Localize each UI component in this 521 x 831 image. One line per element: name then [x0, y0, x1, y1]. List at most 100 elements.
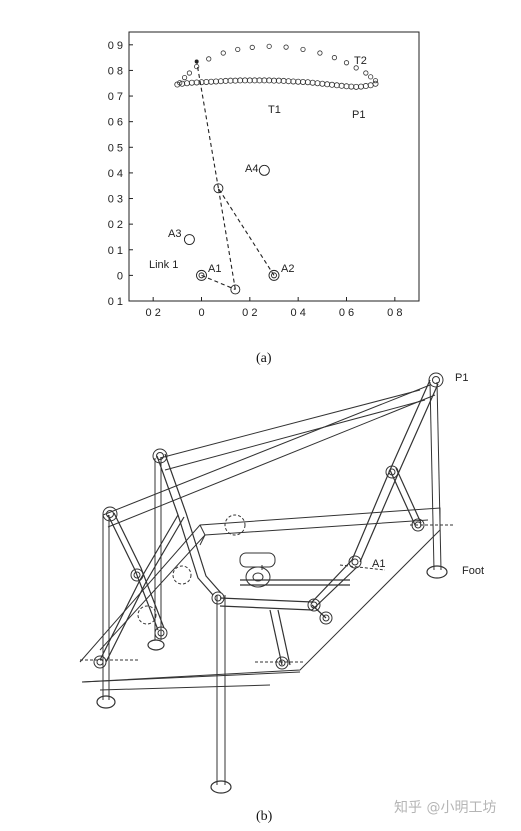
caption-a: (a)	[256, 351, 272, 366]
t2-point	[353, 65, 359, 71]
crank-joint	[230, 284, 241, 295]
coupler-joint	[213, 183, 224, 194]
y-tick-label: 0 3	[108, 194, 123, 206]
t1-point	[241, 77, 248, 84]
y-tick-label: 0 1	[108, 245, 123, 257]
x-tick-label: 0 2	[146, 307, 161, 319]
t1-point	[256, 77, 263, 84]
label-a3: A3	[168, 228, 181, 240]
t1-point	[208, 78, 215, 85]
t1-point	[348, 83, 355, 90]
coupler-link-upper	[196, 61, 219, 189]
pivot-a4	[258, 164, 270, 176]
y-tick-label: 0 8	[108, 65, 123, 77]
plot-frame	[128, 31, 420, 302]
t1-point	[222, 77, 229, 84]
hidden-gears	[80, 514, 455, 663]
coupler-link-lower	[217, 188, 236, 290]
pivot-a2-inner	[271, 272, 277, 279]
t2-point	[283, 44, 289, 50]
t1-point	[290, 78, 297, 85]
t1-point	[193, 79, 200, 86]
drive-gear	[239, 552, 276, 588]
t2-point	[206, 56, 212, 62]
x-tick-label: 0 6	[339, 307, 354, 319]
t1-point	[227, 77, 234, 84]
trajectory-t2-series	[177, 43, 379, 86]
t2-point	[186, 70, 193, 76]
label-a1-b: A1	[372, 558, 385, 570]
x-tick-label: 0	[198, 307, 204, 319]
t1-point	[328, 81, 335, 88]
y-tick-label: 0 7	[108, 91, 123, 103]
t1-point	[188, 79, 195, 86]
t1-point	[237, 77, 244, 84]
t2-point	[235, 46, 241, 53]
t1-point	[280, 77, 287, 84]
label-foot: Foot	[462, 565, 484, 577]
vertical-posts	[102, 381, 442, 785]
t1-point	[246, 77, 253, 84]
base-frame	[79, 507, 441, 691]
t1-point	[343, 83, 350, 90]
t2-point	[363, 70, 369, 76]
t1-point	[183, 80, 190, 87]
t2-point	[331, 55, 338, 61]
t1-point	[217, 78, 224, 85]
mechanism-drawing	[79, 372, 455, 794]
pivot-points	[183, 164, 280, 281]
x-tick-label: 0 2	[242, 307, 257, 319]
t2-point	[194, 63, 200, 70]
t2-point	[181, 75, 188, 81]
pivot-a3	[183, 234, 195, 245]
t1-point	[362, 83, 369, 90]
t1-point	[319, 80, 326, 87]
t1-point	[261, 77, 268, 84]
t1-point	[285, 78, 292, 85]
y-tick-label: 0	[117, 270, 123, 282]
t1-point	[270, 77, 277, 84]
t1-point	[251, 77, 258, 84]
t1-point	[338, 82, 345, 89]
t1-point	[295, 78, 302, 85]
y-tick-label: 0 4	[108, 168, 123, 180]
pivot-a1-inner	[198, 272, 205, 279]
t2-point	[372, 78, 379, 84]
label-a4: A4	[245, 163, 258, 175]
t2-point	[343, 60, 350, 66]
t1-point	[266, 77, 273, 84]
label-a2: A2	[281, 263, 294, 275]
t1-point	[333, 82, 340, 89]
y-tick-label: 0 9	[108, 40, 123, 52]
t1-point	[212, 78, 219, 85]
t2-point	[300, 46, 306, 53]
t1-point	[203, 78, 210, 85]
t2-point	[368, 74, 374, 80]
pivot-a1	[196, 269, 207, 281]
t1-point	[304, 79, 311, 86]
label-t2: T2	[354, 55, 367, 67]
t2-point	[317, 50, 323, 56]
x-tick-label: 0 4	[291, 307, 306, 319]
pivot-a2	[268, 269, 280, 281]
t1-point	[309, 79, 316, 86]
t1-point	[357, 83, 364, 90]
y-tick-label: 0 6	[108, 117, 123, 129]
crank-link	[201, 274, 236, 290]
t1-point	[367, 82, 374, 89]
linkage-lines	[194, 59, 275, 295]
label-link1: Link 1	[149, 259, 178, 271]
label-t1: T1	[268, 104, 281, 116]
upper-rails	[102, 384, 436, 528]
x-tick-label: 0 8	[387, 307, 402, 319]
feet	[96, 565, 448, 794]
t1-point	[232, 77, 239, 84]
leg-links	[99, 379, 439, 666]
watermark: 知乎 @小明工坊	[394, 799, 496, 816]
rocker-link	[217, 187, 275, 276]
label-p1: P1	[352, 109, 365, 121]
t2-point	[220, 50, 226, 56]
label-a1: A1	[208, 263, 221, 275]
